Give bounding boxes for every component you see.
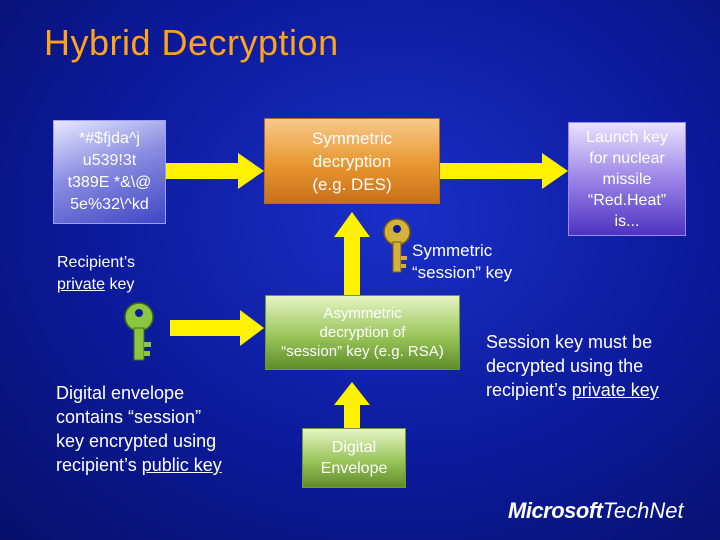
symmetric-line: decryption bbox=[312, 151, 392, 171]
brand-microsoft: Microsoft bbox=[508, 498, 603, 523]
envelope-note-line: key encrypted using bbox=[56, 431, 217, 451]
arrow-symmetric-to-plaintext bbox=[440, 153, 568, 189]
arrow-cipher-to-symmetric bbox=[166, 153, 264, 189]
symmetric-line: (e.g. DES) bbox=[312, 174, 392, 194]
plaintext-line: missile bbox=[602, 170, 652, 188]
green-key-icon bbox=[124, 302, 154, 361]
symmetric-line: Symmetric bbox=[311, 128, 393, 148]
envelope-note-public-key: public key bbox=[141, 455, 222, 475]
arrow-asym-to-symmetric bbox=[334, 212, 370, 295]
plaintext-line: “Red.Heat” bbox=[587, 191, 667, 209]
recipient-key-private: private bbox=[57, 276, 106, 293]
plaintext-line: Launch key bbox=[586, 128, 668, 146]
side-note-private-key: private key bbox=[571, 380, 659, 400]
envelope-line: Envelope bbox=[320, 460, 388, 477]
session-key-line: “session” key bbox=[412, 263, 513, 282]
side-note: Session key must be decrypted using the … bbox=[486, 330, 659, 402]
session-key-label: Symmetric “session” key bbox=[412, 240, 512, 284]
side-note-line: decrypted using the bbox=[486, 356, 644, 376]
symmetric-decryption-box: Symmetric decryption (e.g. DES) bbox=[264, 118, 440, 204]
recipient-key-rest: key bbox=[105, 276, 135, 293]
digital-envelope-box: Digital Envelope bbox=[302, 428, 406, 488]
envelope-note-line: recipient’s bbox=[56, 455, 142, 475]
microsoft-technet-logo: MicrosoftTechNet bbox=[508, 498, 684, 524]
envelope-note-line: contains “session” bbox=[56, 407, 202, 427]
arrow-key-to-asym bbox=[170, 310, 264, 346]
ciphertext-box: *#$fjda^j u539!3t t389E *&\@ 5e%32\^kd bbox=[53, 120, 166, 224]
side-note-line: recipient’s bbox=[486, 380, 572, 400]
envelope-line: Digital bbox=[331, 439, 377, 456]
ciphertext-line: 5e%32\^kd bbox=[70, 196, 149, 213]
slide-title: Hybrid Decryption bbox=[44, 22, 339, 63]
brand-technet: TechNet bbox=[602, 498, 684, 523]
plaintext-box: Launch key for nuclear missile “Red.Heat… bbox=[568, 122, 686, 236]
plaintext-line: for nuclear bbox=[589, 149, 665, 167]
side-note-line: Session key must be bbox=[486, 332, 653, 352]
asymmetric-line: “session” key (e.g. RSA) bbox=[281, 343, 444, 360]
asymmetric-decryption-box: Asymmetric decryption of “session” key (… bbox=[265, 295, 460, 370]
asymmetric-line: decryption of bbox=[319, 324, 406, 341]
ciphertext-line: *#$fjda^j bbox=[79, 130, 140, 147]
ciphertext-line: t389E *&\@ bbox=[67, 174, 152, 191]
ciphertext-line: u539!3t bbox=[82, 152, 137, 169]
envelope-note: Digital envelope contains “session” key … bbox=[56, 381, 222, 477]
recipient-private-key-label: Recipient’s private key bbox=[57, 252, 135, 296]
arrow-envelope-to-asym bbox=[334, 382, 370, 428]
session-key-line: Symmetric bbox=[412, 241, 493, 260]
gold-key-icon bbox=[383, 218, 411, 273]
plaintext-line: is... bbox=[614, 212, 640, 230]
envelope-note-line: Digital envelope bbox=[56, 383, 185, 403]
asymmetric-line: Asymmetric bbox=[323, 305, 402, 322]
recipient-key-line1: Recipient’s bbox=[57, 254, 135, 271]
